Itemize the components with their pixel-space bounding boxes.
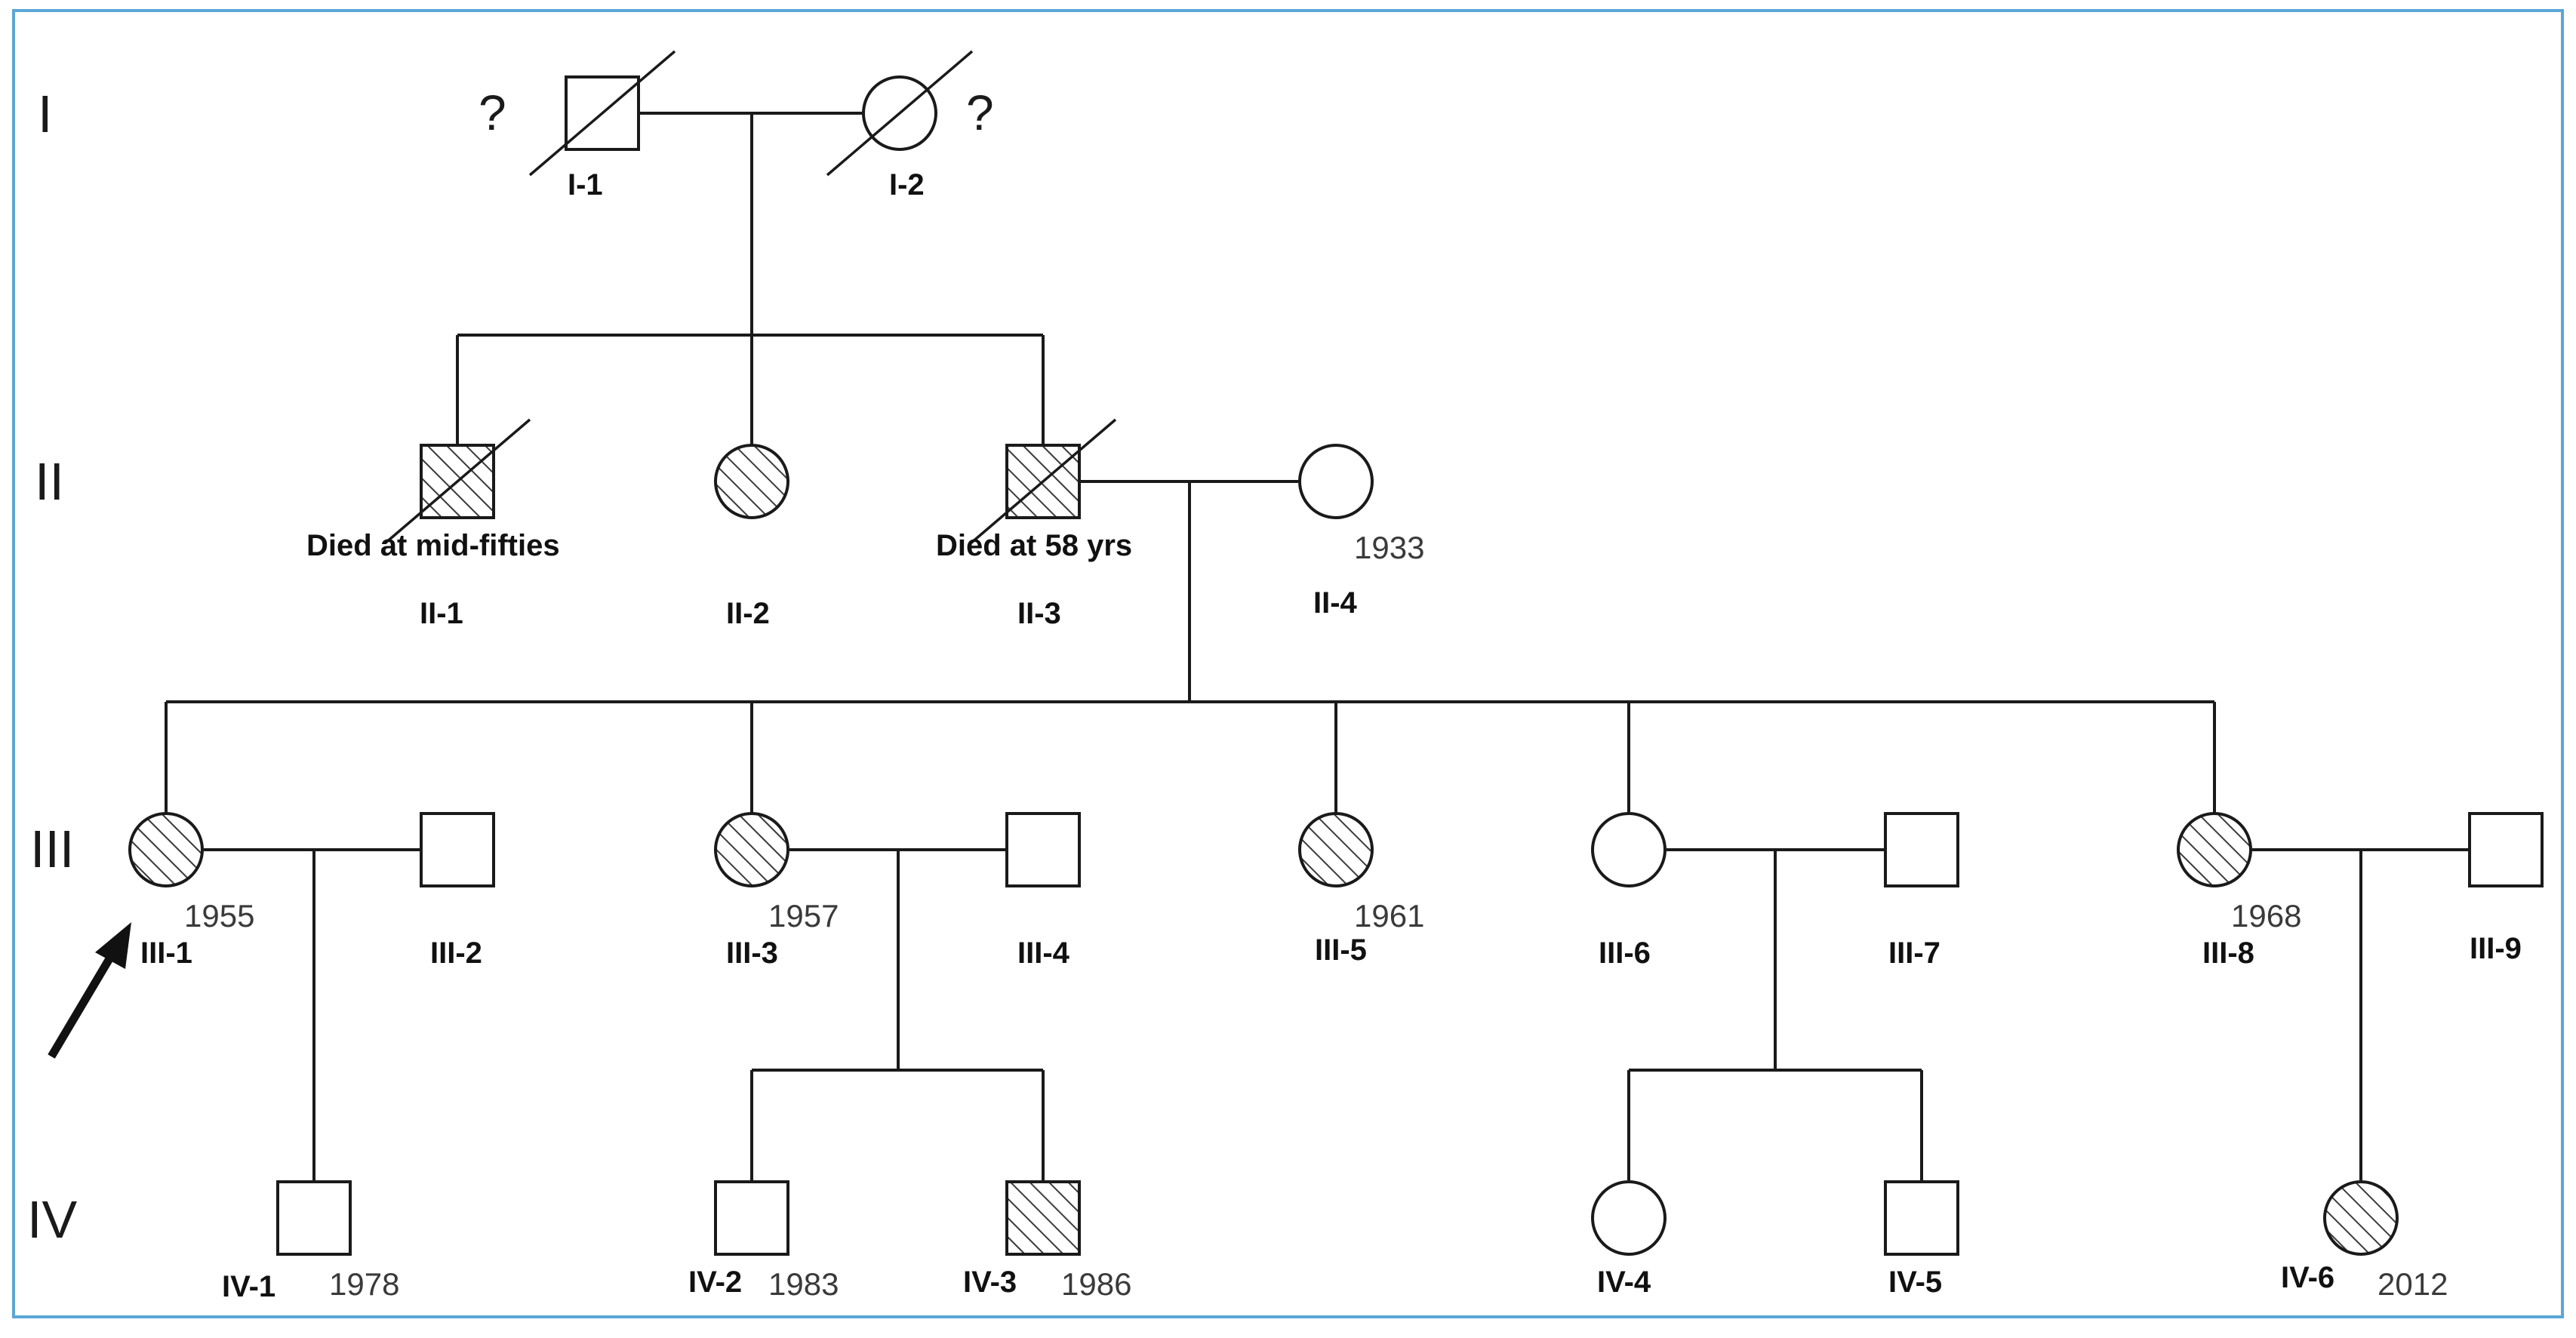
generation-label-i: I [38, 85, 52, 143]
id-label-iii-5: III-5 [1315, 934, 1367, 967]
female-symbol-iii-3 [714, 812, 789, 887]
death-note-ii-3: Died at 58 yrs [936, 529, 1132, 562]
deceased-slash-ii-1 [383, 418, 531, 545]
unknown-status-mark: ? [479, 85, 506, 140]
male-symbol-iii-9 [2468, 812, 2544, 887]
male-symbol-iii-4 [1005, 812, 1081, 887]
id-label-iv-5: IV-5 [1888, 1266, 1942, 1299]
birth-year-iii-8: 1968 [2231, 898, 2301, 934]
id-label-iii-6: III-6 [1599, 937, 1651, 970]
birth-year-iv-6: 2012 [2377, 1266, 2448, 1302]
death-note-ii-1: Died at mid-fifties [306, 529, 560, 562]
female-symbol-ii-4 [1298, 444, 1374, 519]
male-symbol-iv-2 [714, 1180, 789, 1256]
id-label-iii-9: III-9 [2470, 932, 2522, 965]
id-label-ii-2: II-2 [726, 597, 770, 630]
male-symbol-iv-5 [1884, 1180, 1959, 1256]
id-label-iv-1: IV-1 [222, 1270, 275, 1303]
deceased-slash-i-2 [826, 50, 974, 177]
male-symbol-iv-3 [1005, 1180, 1081, 1256]
id-label-iv-4: IV-4 [1597, 1266, 1651, 1299]
id-label-iii-2: III-2 [430, 937, 482, 970]
birth-year-iv-3: 1986 [1061, 1266, 1131, 1302]
deceased-slash-ii-3 [969, 418, 1117, 545]
id-label-iii-4: III-4 [1017, 937, 1070, 970]
pedigree-symbols [128, 50, 2544, 1256]
pedigree-lines [165, 112, 2470, 1180]
id-label-ii-3: II-3 [1017, 597, 1061, 630]
birth-year-iii-3: 1957 [768, 898, 839, 934]
birth-year-iv-1: 1978 [329, 1266, 399, 1302]
birth-year-iv-2: 1983 [768, 1266, 839, 1302]
male-symbol-iii-7 [1884, 812, 1959, 887]
id-label-iii-3: III-3 [726, 937, 778, 970]
female-symbol-ii-2 [714, 444, 789, 519]
birth-years: 1933 1955 1957 1961 1968 1978 1983 1986 … [184, 530, 2448, 1302]
male-symbol-ii-3 [1005, 444, 1081, 519]
female-symbol-iv-6 [2323, 1180, 2399, 1256]
diagram-border [12, 9, 2564, 1318]
id-label-iii-1: III-1 [140, 937, 192, 970]
arrow-icon [48, 922, 131, 1059]
deceased-slash-i-1 [528, 50, 676, 177]
id-label-ii-1: II-1 [420, 597, 463, 630]
id-label-iv-6: IV-6 [2281, 1261, 2334, 1294]
male-symbol-iv-1 [276, 1180, 352, 1256]
female-symbol-iii-1 [128, 812, 204, 887]
male-symbol-iii-2 [420, 812, 495, 887]
id-label-iv-3: IV-3 [963, 1266, 1017, 1299]
birth-year-iii-1: 1955 [184, 898, 254, 934]
generation-label-iv: IV [27, 1190, 77, 1249]
id-label-iii-7: III-7 [1888, 937, 1940, 970]
unknown-status-mark: ? [966, 85, 994, 140]
id-label-ii-4: II-4 [1313, 586, 1358, 620]
female-symbol-iii-5 [1298, 812, 1374, 887]
female-symbol-iii-8 [2177, 812, 2252, 887]
generation-label-iii: III [30, 820, 74, 878]
female-symbol-iv-4 [1591, 1180, 1667, 1256]
id-label-i-2: I-2 [889, 168, 925, 201]
female-symbol-iii-6 [1591, 812, 1667, 887]
birth-year-iii-5: 1961 [1354, 898, 1424, 934]
id-label-iv-2: IV-2 [688, 1266, 742, 1299]
id-label-i-1: I-1 [568, 168, 603, 201]
generation-label-ii: II [35, 452, 64, 511]
id-label-iii-8: III-8 [2202, 937, 2254, 970]
individual-id-labels: I-1 I-2 II-1 II-2 II-3 II-4 III-1 III-2 … [140, 168, 2522, 1303]
birth-year-ii-4: 1933 [1354, 530, 1424, 565]
